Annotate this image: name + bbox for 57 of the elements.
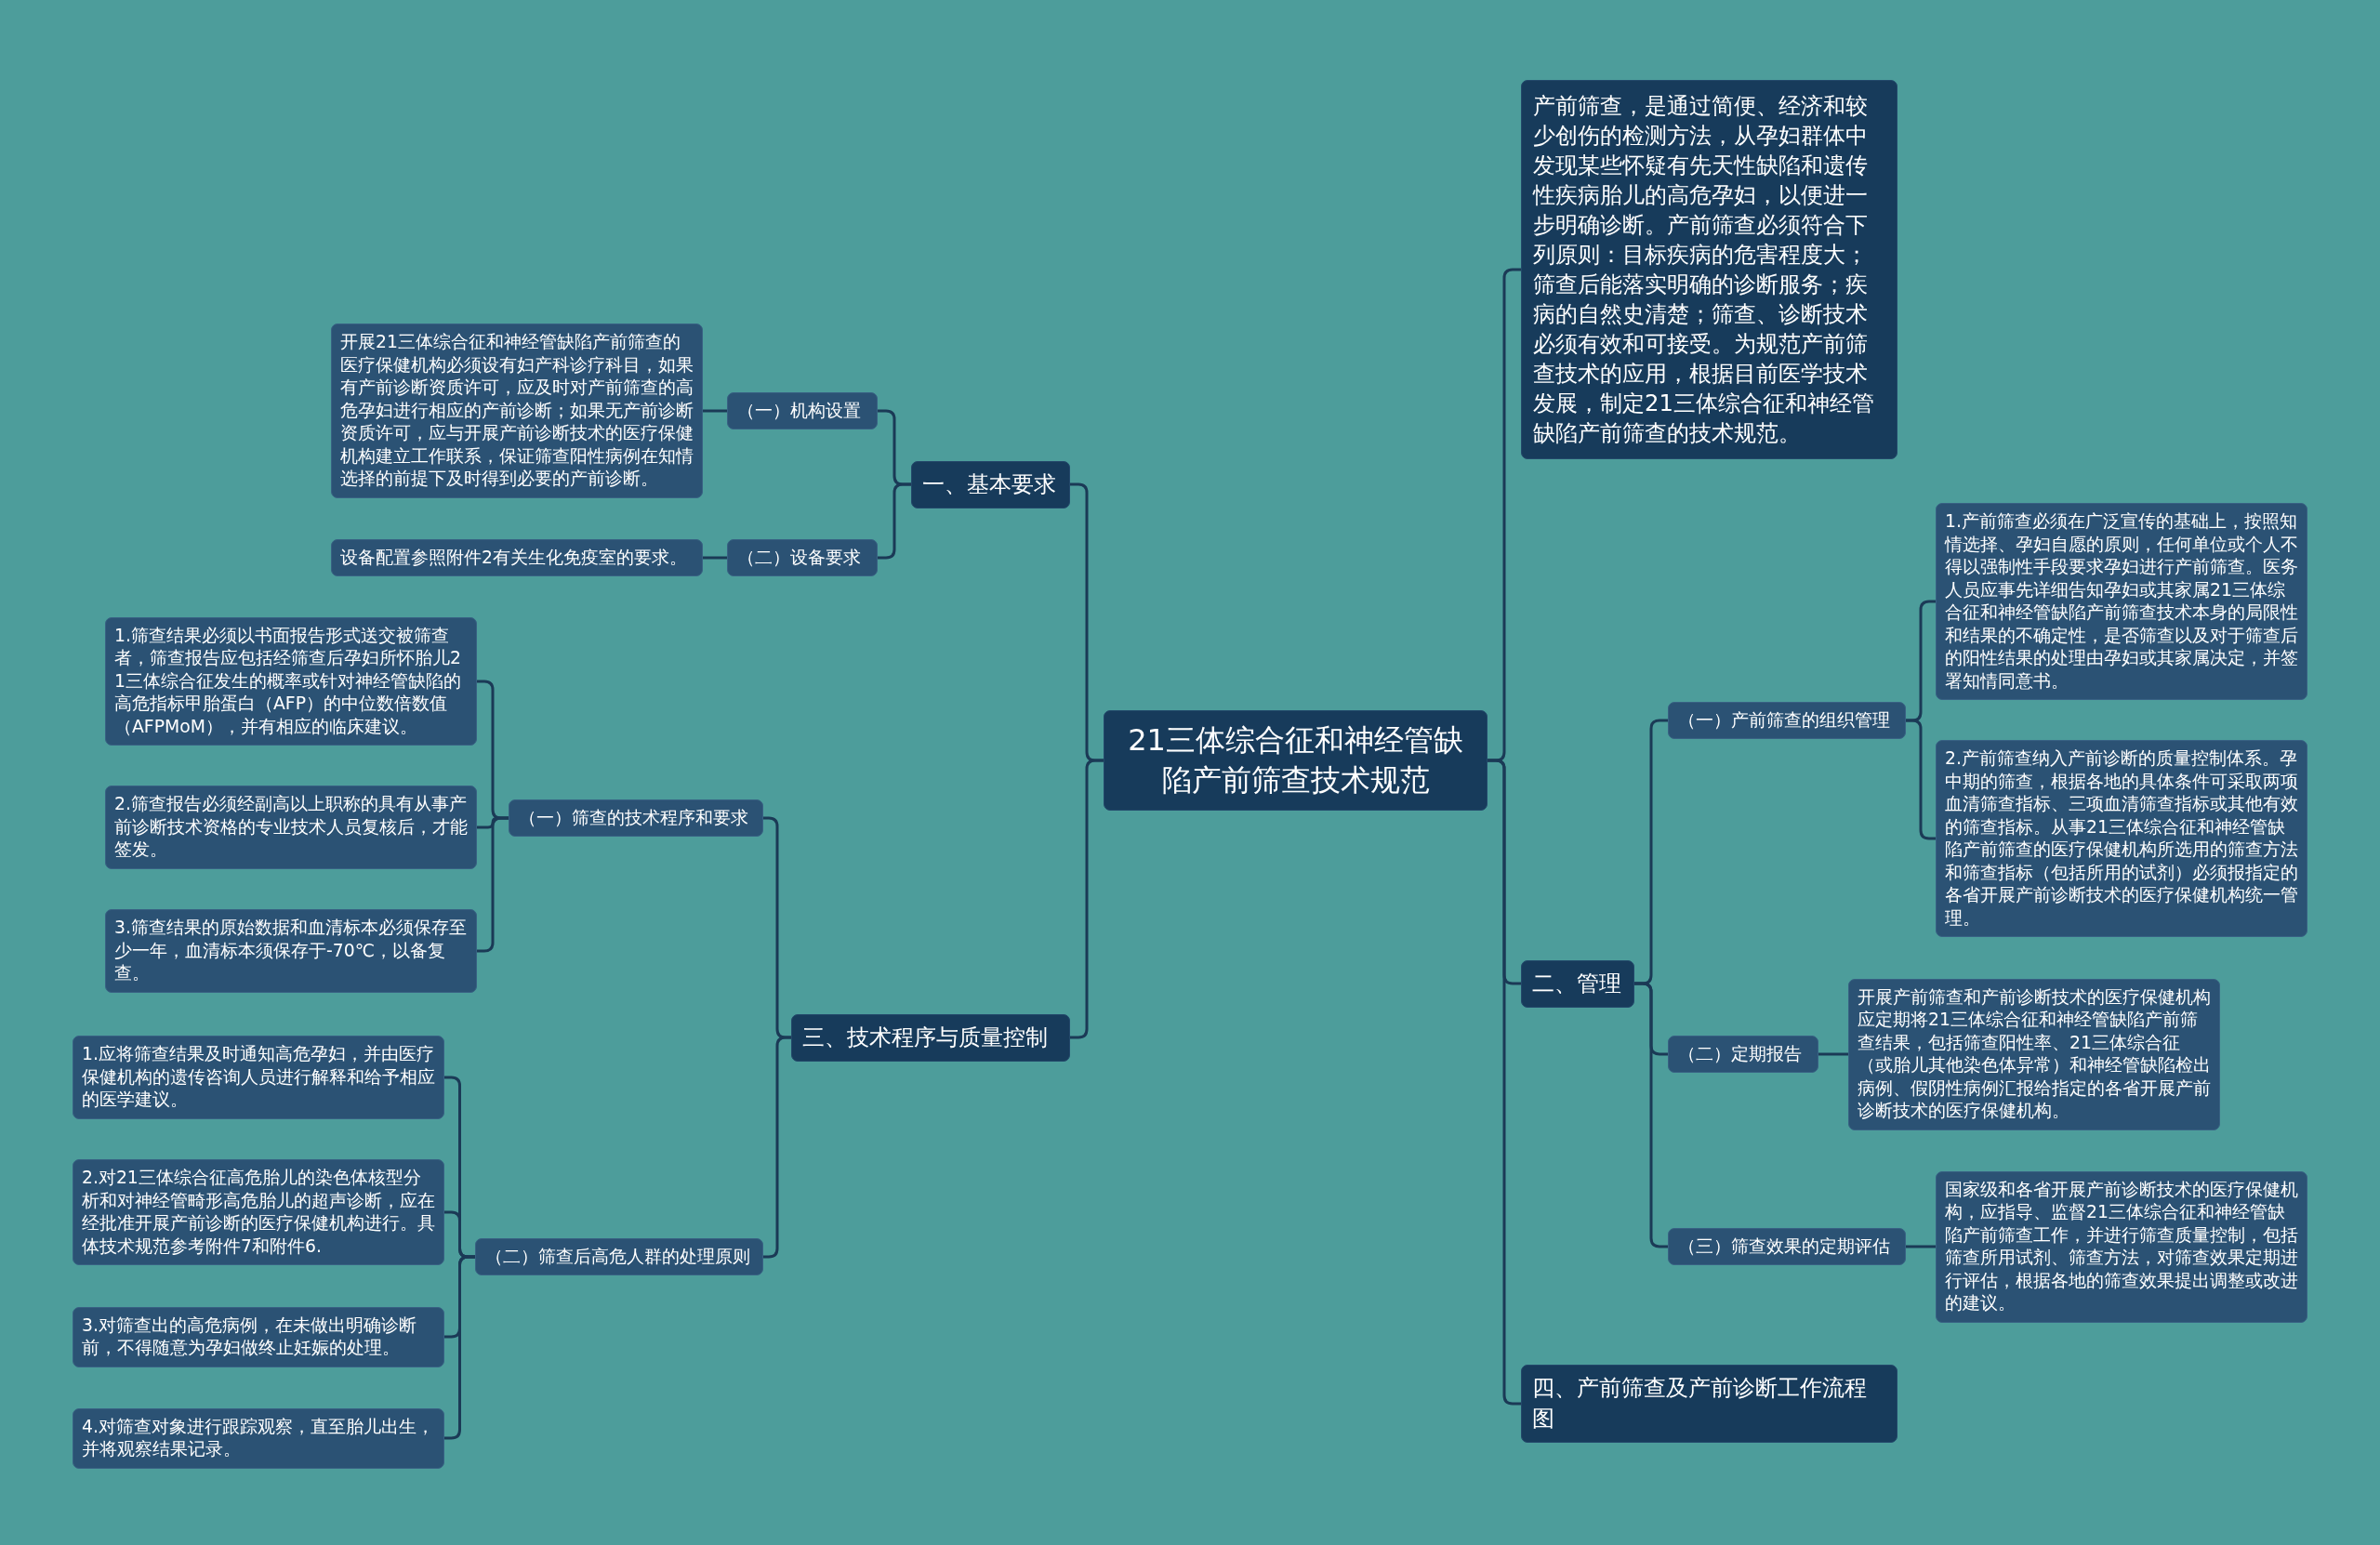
detail-note-text: 4.对筛查对象进行跟踪观察，直至胎儿出生，并将观察结果记录。 bbox=[82, 1415, 435, 1460]
subtopic-box bbox=[1668, 702, 1906, 739]
detail-note-box bbox=[73, 1036, 444, 1119]
detail-note-box bbox=[331, 538, 703, 576]
detail-note-box bbox=[73, 1306, 444, 1367]
main-branch-text: 一、基本要求 bbox=[922, 469, 1057, 499]
subtopic-text: （二）筛查后高危人群的处理原则 bbox=[485, 1246, 751, 1268]
detail-note-text: 开展产前筛查和产前诊断技术的医疗保健机构应定期将21三体综合征和神经管缺陷产前筛查结果，包括筛查阳性率、21三体综合征（或胎儿其他染色体异常）和神经管缺陷检出病例、假阴性病例汇报给指定的各省开展产前诊断技术的医疗保健机构。 bbox=[1858, 985, 2211, 1122]
main-branch-box bbox=[911, 460, 1070, 508]
connector-line bbox=[444, 1255, 475, 1440]
connector-line bbox=[763, 1036, 791, 1259]
subtopic-text: （一）产前筛查的组织管理 bbox=[1678, 709, 1891, 732]
main-branch-box bbox=[791, 1013, 1070, 1062]
detail-note-text: 2.对21三体综合征高危胎儿的染色体核型分析和对神经管畸形高危胎儿的超声诊断，应在经批准开展产前诊断的医疗保健机构进行。具体技术规范参考附件7和附件6. bbox=[82, 1167, 435, 1258]
detail-note-box bbox=[73, 1159, 444, 1265]
subtopic-text: （三）筛查效果的定期评估 bbox=[1678, 1235, 1891, 1258]
connector-line bbox=[1818, 1052, 1848, 1056]
detail-note-text: 3.筛查结果的原始数据和血清标本必须保存至少一年，血清标本须保存于-70℃，以备复查。 bbox=[114, 917, 468, 984]
main-branch-text: 产前筛查，是通过简便、经济和较少创伤的检测方法，从孕妇群体中发现某些怀疑有先天性缺陷和遗传性疾病胎儿的高危孕妇，以便进一步明确诊断。产前筛查必须符合下列原则：目标疾病的危害程度大；筛查后能落实明确的诊断服务；疾病的自然史清楚；筛查、诊断技术必须有效和可接受。为规范产前筛查技术的应用，根据目前医学技术发展，制定21三体综合征和神经管缺陷产前筛查的技术规范。 bbox=[1533, 91, 1875, 448]
detail-note-text: 2.产前筛查纳入产前诊断的质量控制体系。孕中期的筛查，根据各地的具体条件可采取两项血清筛查指标、三项血清筛查指标或其他有效的筛查指标。从事21三体综合征和神经管缺陷产前筛查的医疗保健机构所选用的筛查方法和筛查指标（包括所用的试剂）必须报指定的各省开展产前诊断技术的医疗保健机构统一管理。 bbox=[1945, 747, 2298, 930]
detail-note-box bbox=[105, 786, 477, 869]
detail-note-box bbox=[73, 1407, 444, 1469]
detail-note-text: 1.应将筛查结果及时通知高危孕妇，并由医疗保健机构的遗传咨询人员进行解释和给予相应的医学建议。 bbox=[82, 1043, 435, 1111]
detail-note-text: 设备配置参照附件2有关生化免疫室的要求。 bbox=[340, 546, 688, 569]
subtopic-text: （一）筛查的技术程序和要求 bbox=[519, 807, 749, 829]
connector-line bbox=[1906, 1245, 1936, 1248]
main-branch-text: 三、技术程序与质量控制 bbox=[802, 1023, 1049, 1052]
detail-note-text: 开展21三体综合征和神经管缺陷产前筛查的医疗保健机构必须设有妇产科诊疗科目，如果有产前诊断资质许可，应及时对产前筛查的高危孕妇进行相应的产前诊断；如果无产前诊断资质许可，应与开展产前诊断技术的医疗保健机构建立工作联系，保证筛查阳性病例在知情选择的前提下及时得到必要的产前诊断。 bbox=[340, 331, 694, 490]
detail-note-text: 1.筛查结果必须以书面报告形式送交被筛查者，筛查报告应包括经筛查后孕妇所怀胎儿21三体综合征发生的概率或针对神经管缺陷的高危指标甲胎蛋白（AFP）的中位数倍数值（AFPMoM），并有相应的临床建议。 bbox=[114, 624, 462, 738]
subtopic-box bbox=[1668, 1036, 1818, 1073]
connector-line bbox=[1634, 982, 1668, 1248]
main-branch-box bbox=[1521, 1365, 1897, 1443]
connector-line bbox=[1488, 759, 1521, 1406]
detail-note-box bbox=[105, 616, 477, 746]
detail-note-text: 3.对筛查出的高危病例，在未做出明确诊断前，不得随意为孕妇做终止妊娠的处理。 bbox=[82, 1314, 417, 1359]
subtopic-box bbox=[727, 539, 878, 576]
main-branch-text: 二、管理 bbox=[1532, 969, 1622, 998]
connector-line bbox=[703, 556, 727, 560]
subtopic-text: （二）定期报告 bbox=[1678, 1043, 1803, 1065]
main-branch-text: 四、产前筛查及产前诊断工作流程图 bbox=[1532, 1374, 1868, 1433]
subtopic-box bbox=[509, 799, 763, 837]
connector-line bbox=[703, 409, 727, 413]
detail-note-text: 1.产前筛查必须在广泛宣传的基础上，按照知情选择、孕妇自愿的原则，任何单位或个人不得以强制性手段要求孕妇进行产前筛查。医务人员应事先详细告知孕妇或其家属21三体综合征和神经管缺陷产前筛查技术本身的局限性和结果的不确定性，是否筛查以及对于筛查后的阳性结果的处理由孕妇或其家属决定，并签署知情同意书。 bbox=[1945, 510, 2298, 693]
detail-note-box bbox=[105, 909, 477, 993]
central-topic-text: 21三体综合征和神经管缺陷产前筛查技术规范 bbox=[1127, 721, 1464, 799]
subtopic-box bbox=[475, 1238, 763, 1275]
subtopic-text: （二）设备要求 bbox=[737, 547, 862, 569]
detail-note-text: 国家级和各省开展产前诊断技术的医疗保健机构，应指导、监督21三体综合征和神经管缺陷产前筛查工作，并进行筛查质量控制，包括筛查所用试剂、筛查方法，对筛查效果定期进行评估，根据各地的筛查效果提出调整或改进的建议。 bbox=[1945, 1178, 2298, 1314]
connector-line bbox=[1070, 759, 1104, 1039]
main-branch-box bbox=[1521, 959, 1634, 1008]
subtopic-text: （一）机构设置 bbox=[737, 400, 862, 422]
connector-line bbox=[477, 816, 509, 953]
central-topic-box bbox=[1104, 710, 1488, 811]
subtopic-box bbox=[727, 392, 878, 429]
subtopic-box bbox=[1668, 1228, 1906, 1265]
detail-note-text: 2.筛查报告必须经副高以上职称的具有从事产前诊断技术资格的专业技术人员复核后，才能签发。 bbox=[114, 793, 468, 861]
connector-line bbox=[878, 482, 911, 560]
